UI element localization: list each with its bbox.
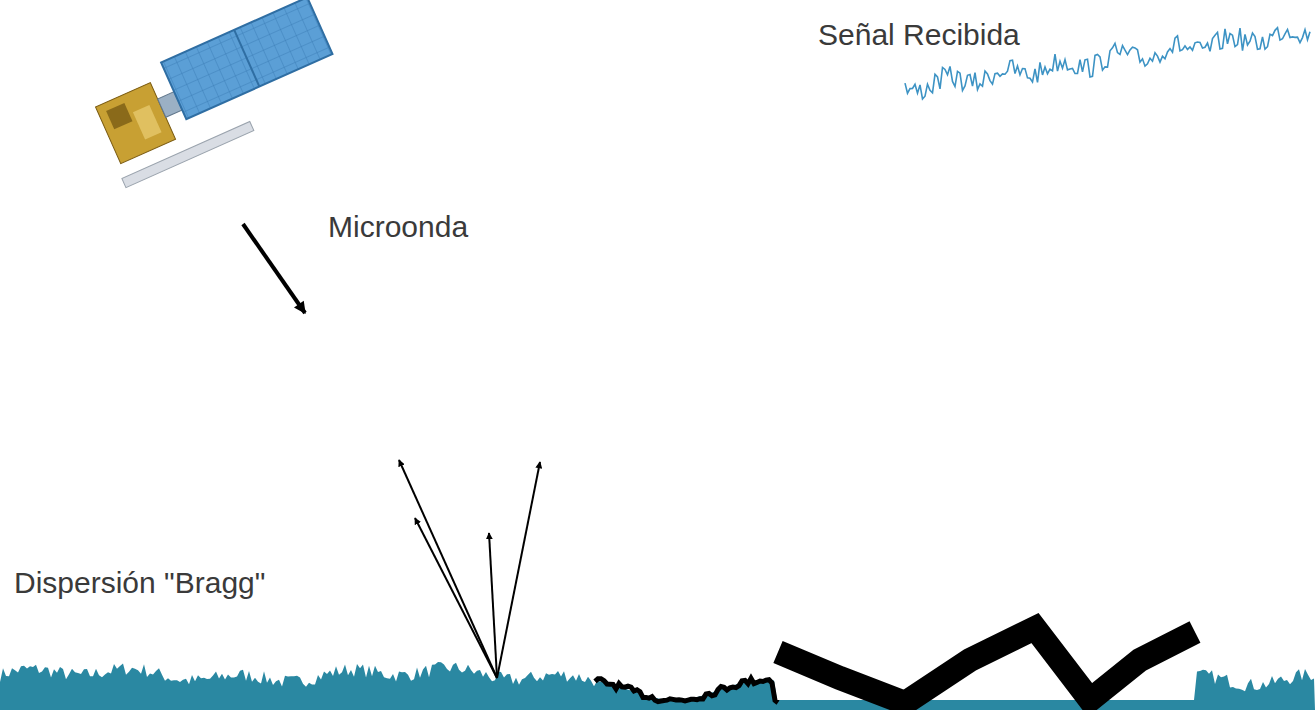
gravity-wave — [778, 628, 1195, 703]
satellite — [85, 0, 348, 188]
scatter-arrows — [399, 460, 540, 678]
microwave-arrow — [243, 224, 305, 313]
label: Dispersión "Bragg" — [14, 566, 265, 601]
capillary-wave — [595, 678, 778, 702]
label: Señal Recibida — [818, 18, 1020, 53]
label: Microonda — [328, 210, 468, 245]
